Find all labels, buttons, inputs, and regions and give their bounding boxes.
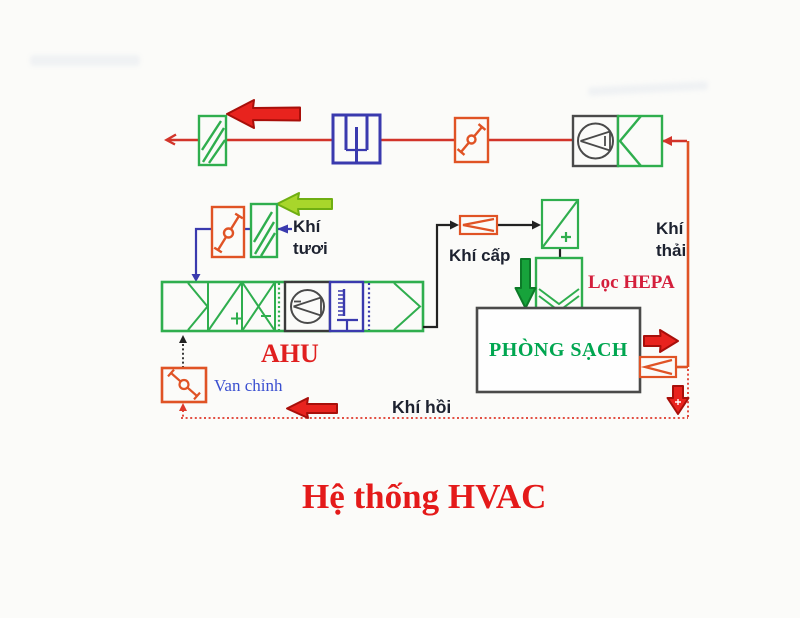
ahu-fan [283,280,332,333]
supply-air-arrow-icon [514,258,537,309]
ahu-outlet-chevron [393,282,422,331]
return-down-arrow-icon [666,385,690,415]
exhaust-louver [197,114,228,167]
ahu-heating-coil [207,281,243,332]
ahu-label: AHU [261,339,319,368]
ahu-cooling-coil [241,281,276,332]
exhaust-flex-connector [616,114,664,168]
exhaust-air-label: Khí thải [656,219,687,260]
exhaust-damper [453,116,490,164]
hepa-filter-box [534,256,584,314]
supply-arrowhead2-icon [532,220,541,230]
ahu-unit [160,280,425,333]
fresh-air-arrow-icon [276,192,333,216]
page-title: Hệ thống HVAC [302,477,547,516]
return-to-ahu-line [179,335,187,368]
supply-duct-line [423,223,562,329]
clean-room-label: PHÒNG SẠCH [489,338,628,361]
room-exhaust-damper [638,355,678,379]
return-air-line [181,369,689,419]
hepa-filter-label: Lọc HEPA [588,272,675,293]
duct-arrowhead-icon [662,136,672,146]
control-valve-box [160,366,208,404]
fresh-air-filter [249,202,279,259]
fresh-air-label: Khí tươi [293,217,328,258]
exhaust-duct-vertical [676,141,690,369]
control-valve-label: Van chỉnh [214,376,283,395]
return-air-arrow-icon [286,397,338,419]
ahu-inlet-chevron [187,282,209,331]
reheat-coil [540,198,580,250]
supply-damper [458,214,499,236]
exhaust-arrow-icon [226,99,301,129]
fresh-air-down-arrowhead-icon [191,274,201,282]
room-exhaust-arrow-icon [643,329,679,353]
fresh-air-arrowhead-icon [277,224,288,234]
return-valve-arrowhead-icon [179,403,187,411]
supply-air-label: Khí cấp [449,246,511,265]
fresh-air-damper [210,205,246,259]
supply-arrowhead-icon [450,220,459,230]
clean-room-box [475,306,642,394]
exhaust-fan [571,114,620,168]
return-air-label: Khí hồi [392,397,452,417]
silencer [331,113,382,165]
watermark [30,55,140,66]
ahu-humidifier [328,280,365,333]
